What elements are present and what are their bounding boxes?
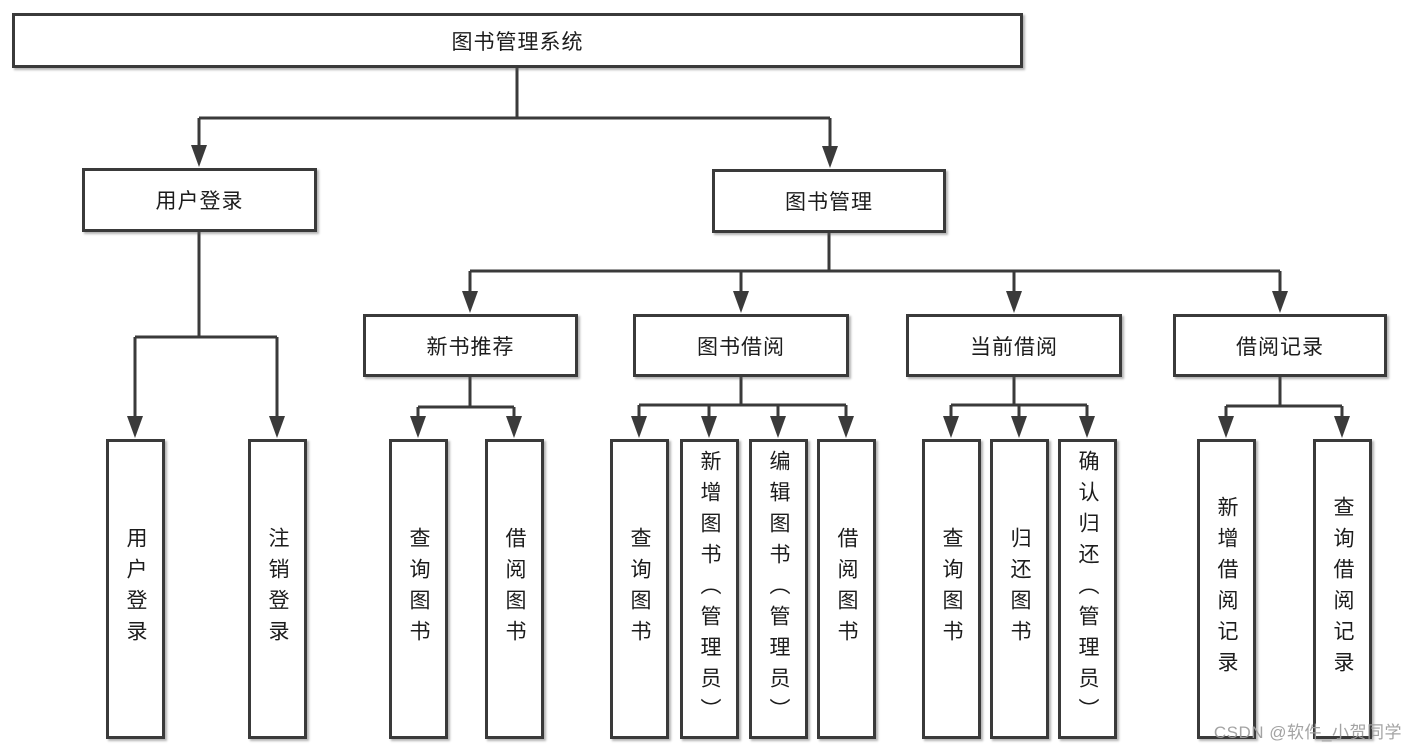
node-book-borrowing: 图书借阅 bbox=[633, 314, 849, 377]
leaf-return-books: 归还图书 bbox=[990, 439, 1049, 739]
leaf-label: 用户登录 bbox=[124, 527, 147, 651]
connector-current-borrowing-branch bbox=[943, 377, 1095, 438]
connector-book-borrowing-branch bbox=[631, 377, 854, 438]
leaf-label: 查询图书 bbox=[407, 527, 430, 651]
leaf-label: 借阅图书 bbox=[835, 527, 858, 651]
connector-borrowing-records-branch bbox=[1218, 377, 1350, 438]
leaf-label: 新增借阅记录 bbox=[1215, 496, 1238, 682]
leaf-label: 查询借阅记录 bbox=[1331, 496, 1354, 682]
leaf-borrow-books: 借阅图书 bbox=[817, 439, 876, 739]
leaf-borrow-books-recommend: 借阅图书 bbox=[485, 439, 544, 739]
csdn-watermark: CSDN @软件_小贺同学 bbox=[1213, 723, 1402, 742]
node-label: 图书借阅 bbox=[697, 335, 785, 359]
node-new-book-recommendation: 新书推荐 bbox=[363, 314, 578, 377]
node-label: 借阅记录 bbox=[1236, 335, 1324, 359]
leaf-edit-books-admin: 编辑图书（管理员） bbox=[749, 439, 808, 739]
leaf-query-books-borrowing: 查询图书 bbox=[610, 439, 669, 739]
node-current-borrowing: 当前借阅 bbox=[906, 314, 1122, 377]
leaf-query-books-recommend: 查询图书 bbox=[389, 439, 448, 739]
connector-book-management-branch bbox=[462, 233, 1288, 313]
leaf-query-borrow-record: 查询借阅记录 bbox=[1313, 439, 1372, 739]
leaf-confirm-return-admin: 确认归还（管理员） bbox=[1058, 439, 1117, 739]
leaf-label: 新增图书（管理员） bbox=[698, 449, 721, 729]
leaf-label: 借阅图书 bbox=[503, 527, 526, 651]
leaf-query-books-current: 查询图书 bbox=[922, 439, 981, 739]
node-label: 当前借阅 bbox=[970, 335, 1058, 359]
node-borrowing-records: 借阅记录 bbox=[1173, 314, 1387, 377]
connector-new-book-branch bbox=[410, 377, 522, 438]
leaf-add-books-admin: 新增图书（管理员） bbox=[680, 439, 739, 739]
node-book-management: 图书管理 bbox=[712, 169, 946, 233]
connector-root-to-level2 bbox=[191, 68, 838, 168]
leaf-label: 确认归还（管理员） bbox=[1076, 449, 1099, 729]
node-label: 新书推荐 bbox=[426, 335, 515, 359]
node-label: 图书管理 bbox=[785, 191, 873, 214]
leaf-label: 编辑图书（管理员） bbox=[767, 449, 790, 729]
node-library-management-system: 图书管理系统 bbox=[12, 13, 1023, 68]
connector-user-login-branch bbox=[127, 232, 285, 438]
leaf-label: 注销登录 bbox=[266, 527, 289, 651]
leaf-logout-login: 注销登录 bbox=[248, 439, 307, 739]
leaf-label: 归还图书 bbox=[1008, 527, 1031, 651]
leaf-add-borrow-record: 新增借阅记录 bbox=[1197, 439, 1256, 739]
leaf-label: 查询图书 bbox=[628, 527, 651, 651]
node-user-login: 用户登录 bbox=[82, 168, 317, 232]
leaf-user-login: 用户登录 bbox=[106, 439, 165, 739]
node-label: 图书管理系统 bbox=[451, 30, 584, 54]
leaf-label: 查询图书 bbox=[940, 527, 963, 651]
node-label: 用户登录 bbox=[155, 190, 244, 213]
